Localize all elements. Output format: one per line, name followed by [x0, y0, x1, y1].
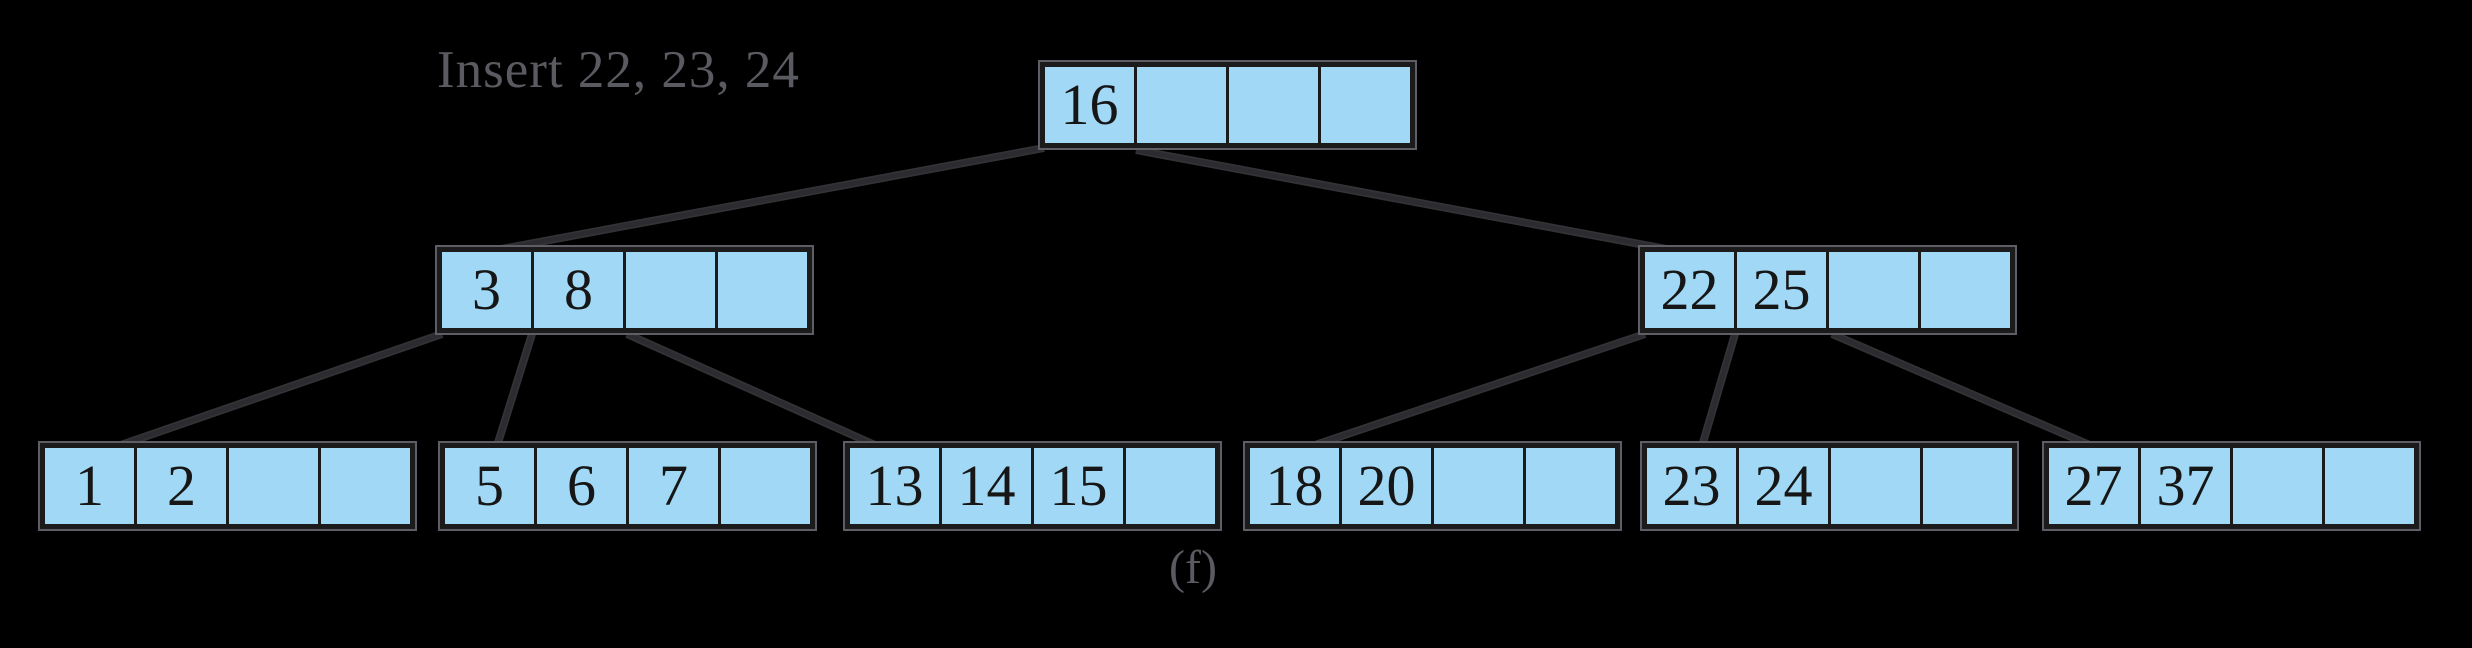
node-cell — [1123, 448, 1215, 524]
node-cell: 1 — [45, 448, 134, 524]
node-cell — [1918, 252, 2010, 328]
key-text: 16 — [1060, 72, 1119, 137]
node-cell: 37 — [2138, 448, 2230, 524]
key-text: 7 — [659, 453, 688, 518]
key-text: 6 — [567, 453, 596, 518]
key-text: 15 — [1049, 453, 1108, 518]
node-cell — [1826, 252, 1918, 328]
node-cell: 25 — [1734, 252, 1826, 328]
tree-edge-root-internal-left — [495, 144, 1045, 254]
node-cell — [318, 448, 410, 524]
key-text: 37 — [2156, 453, 2215, 518]
node-cell: 6 — [534, 448, 626, 524]
node-cell — [1523, 448, 1615, 524]
node-cell: 27 — [2049, 448, 2138, 524]
key-text: 24 — [1754, 453, 1813, 518]
key-text: 14 — [957, 453, 1016, 518]
node-cell: 2 — [134, 448, 226, 524]
tree-edge-root-internal-right — [1135, 146, 1673, 254]
key-text: 23 — [1662, 453, 1721, 518]
key-text: 27 — [2064, 453, 2123, 518]
node-cell — [2230, 448, 2322, 524]
btree-node-root: 16 — [1040, 62, 1415, 148]
tree-edge-internal-right-leaf-4 — [1310, 330, 1647, 450]
node-cell — [1226, 67, 1318, 143]
node-cell: 15 — [1031, 448, 1123, 524]
node-cell: 22 — [1645, 252, 1734, 328]
node-cell: 3 — [442, 252, 531, 328]
insert-annotation: Insert 22, 23, 24 — [437, 41, 800, 99]
node-cell — [1134, 67, 1226, 143]
tree-edge-internal-left-leaf-3 — [625, 330, 879, 450]
node-cell — [715, 252, 807, 328]
key-text: 1 — [75, 453, 104, 518]
node-cell: 5 — [445, 448, 534, 524]
node-cell: 24 — [1736, 448, 1828, 524]
figure-caption: (f) — [1169, 541, 1217, 594]
node-cell: 16 — [1045, 67, 1134, 143]
key-text: 3 — [472, 257, 501, 322]
key-text: 8 — [564, 257, 593, 322]
node-cell — [1920, 448, 2012, 524]
node-cell — [1318, 67, 1410, 143]
tree-edge-internal-right-leaf-6 — [1830, 330, 2094, 450]
key-text: 22 — [1660, 257, 1719, 322]
node-cell — [1828, 448, 1920, 524]
node-cell: 14 — [939, 448, 1031, 524]
node-cell — [2322, 448, 2414, 524]
btree-node-internal-right: 22 25 — [1640, 247, 2015, 333]
key-text: 18 — [1265, 453, 1324, 518]
node-cell: 13 — [850, 448, 939, 524]
btree-node-leaf-5: 23 24 — [1642, 443, 2017, 529]
btree-node-leaf-6: 27 37 — [2044, 443, 2419, 529]
key-text: 5 — [475, 453, 504, 518]
node-cell: 18 — [1250, 448, 1339, 524]
tree-edge-internal-left-leaf-1 — [116, 330, 444, 450]
node-cell: 7 — [626, 448, 718, 524]
node-cell — [718, 448, 810, 524]
key-text: 13 — [865, 453, 924, 518]
node-cell — [226, 448, 318, 524]
btree-node-leaf-3: 13 14 15 — [845, 443, 1220, 529]
node-cell: 8 — [531, 252, 623, 328]
key-text: 25 — [1752, 257, 1811, 322]
tree-edge-internal-right-leaf-5 — [1698, 332, 1739, 448]
key-text: 2 — [167, 453, 196, 518]
tree-edge-internal-left-leaf-2 — [493, 332, 536, 448]
key-text: 20 — [1357, 453, 1416, 518]
node-cell — [1431, 448, 1523, 524]
node-cell — [623, 252, 715, 328]
node-cell: 23 — [1647, 448, 1736, 524]
node-cell: 20 — [1339, 448, 1431, 524]
